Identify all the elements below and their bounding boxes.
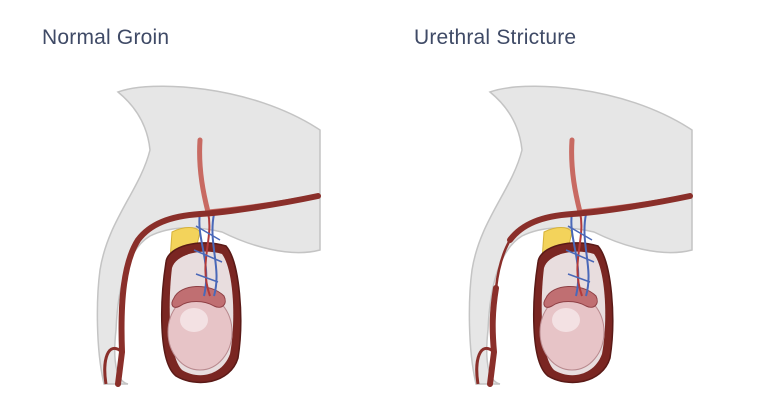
panel-title: Normal Groin <box>42 26 170 49</box>
urethral-stricture-illustration <box>468 85 693 387</box>
spermatic-cord <box>193 211 223 297</box>
panel-normal-groin: Normal Groin <box>42 26 321 387</box>
panel-urethral-stricture: Urethral Stricture <box>372 0 758 416</box>
body-silhouette <box>96 85 321 385</box>
stricture-segment <box>494 238 512 290</box>
spermatic-cord <box>565 211 595 297</box>
panel-title: Urethral Stricture <box>414 26 577 49</box>
body-silhouette <box>468 85 693 385</box>
normal-groin-illustration <box>96 85 321 387</box>
